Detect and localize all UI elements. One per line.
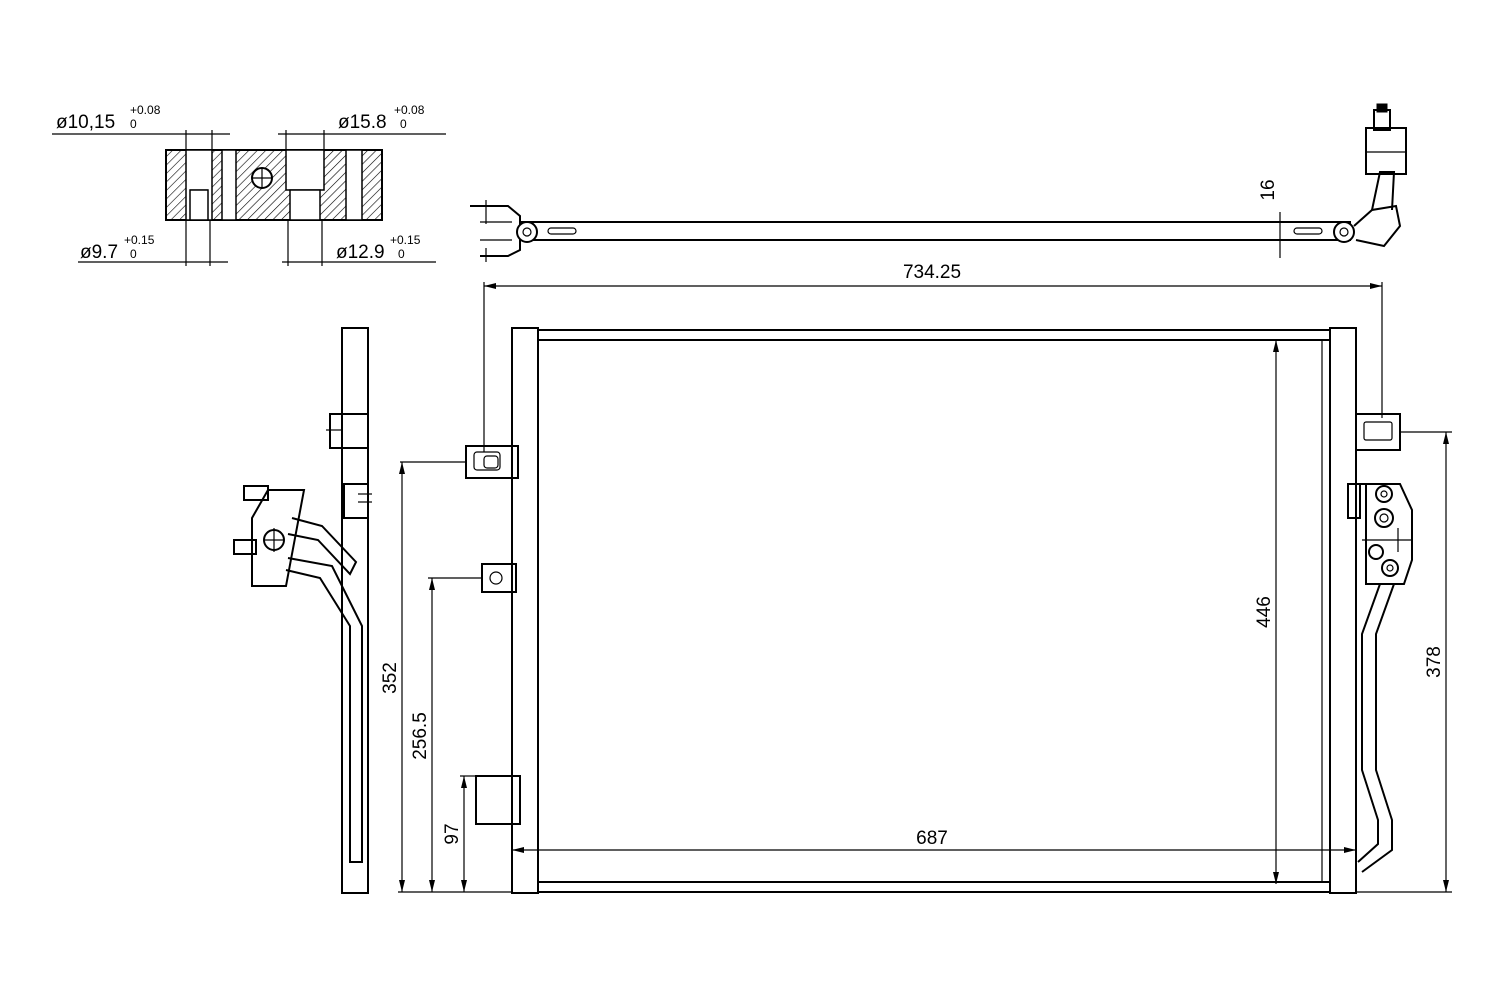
core-width-label: 687 [916,828,948,849]
side-pipe-lower [285,557,363,863]
left-lower-bracket [475,775,521,825]
front-view: 446 687 378 [380,327,1452,894]
right-grommet [1333,221,1355,243]
overall-width-label: 734.25 [903,262,961,283]
bore-4-tol-lower: 0 [398,247,405,261]
bore-4-dim: ø12.9 [336,242,385,263]
slot-2 [345,149,363,221]
side-tank [341,327,369,894]
right-connector-block [1360,483,1413,585]
core-height-label: 446 [1254,596,1275,628]
bore-2 [285,149,325,191]
bore-3-tol-lower: 0 [130,247,137,261]
left-middle-bracket [481,563,517,593]
top-view-bar [519,221,1351,241]
bore-3-tol-upper: +0.15 [124,233,155,247]
left-upper-dim-label: 352 [380,662,401,694]
right-pipe [1357,583,1381,863]
side-pipe-upper [287,517,358,576]
bore-2-dim: ø15.8 [338,112,387,133]
left-tank [511,327,539,894]
bore-4-tol-upper: +0.15 [390,233,421,247]
bore-1-tol-lower: 0 [130,117,137,131]
overall-width-dim: 734.25 [483,262,1383,452]
core-frame [537,329,1331,893]
right-tank [1329,327,1357,894]
left-lower-dim-label: 97 [442,823,463,844]
right-upper-bracket [1355,413,1401,451]
bore-1-dim: ø10,15 [56,112,115,133]
bore-3-dim: ø9.7 [80,242,118,263]
side-connector-block [251,489,306,587]
slot-1 [221,149,237,221]
bore-1-tol-upper: +0.08 [130,103,161,117]
right-mount-height-label: 378 [1424,646,1445,678]
top-connector-block [1365,127,1407,175]
side-view [233,327,372,894]
left-grommet [516,221,538,243]
bore-2-tol-upper: +0.08 [394,103,425,117]
thickness-dim: 16 [1258,179,1279,200]
top-view: 16 [470,103,1407,262]
left-middle-dim-label: 256.5 [410,712,431,760]
flange-section-view: ø10,15 +0.08 0 ø15.8 +0.08 0 ø9.7 +0.15 … [52,103,446,266]
bore-2-tol-lower: 0 [400,117,407,131]
